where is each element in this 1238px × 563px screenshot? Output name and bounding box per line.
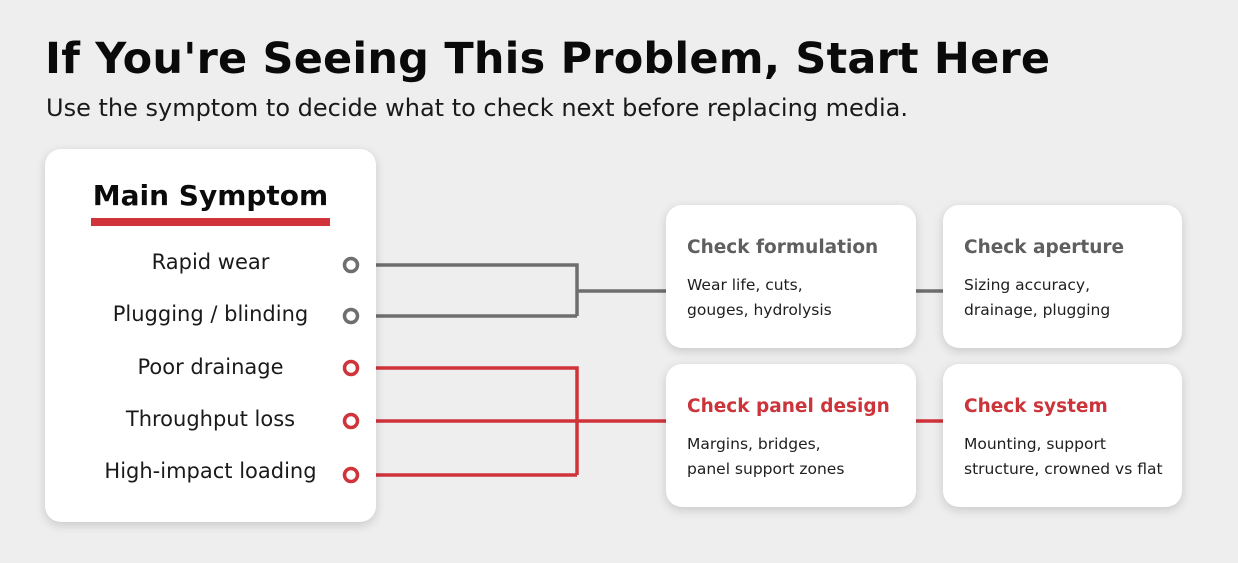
red-connector-poor-drainage	[358, 366, 579, 475]
check-aperture-card: Check aperture Sizing accuracy, drainage…	[943, 205, 1182, 348]
page-subtitle: Use the symptom to decide what to check …	[46, 94, 909, 122]
check-panel-design-card: Check panel design Margins, bridges, pan…	[666, 364, 916, 507]
check-panel-design-desc: Margins, bridges, panel support zones	[687, 432, 912, 482]
dot-plugging	[342, 307, 360, 325]
check-aperture-desc: Sizing accuracy, drainage, plugging	[964, 273, 1189, 323]
check-aperture-line-1: Sizing accuracy,	[964, 276, 1091, 294]
dot-poor-drainage	[342, 359, 360, 377]
check-aperture-line-2: drainage, plugging	[964, 301, 1111, 319]
symptom-heading: Main Symptom	[92, 179, 329, 212]
check-aperture-title: Check aperture	[964, 237, 1125, 258]
symptom-plugging-blinding: Plugging / blinding	[112, 302, 309, 326]
check-formulation-card: Check formulation Wear life, cuts, gouge…	[666, 205, 916, 348]
symptom-high-impact-loading: High-impact loading	[104, 459, 317, 483]
check-system-desc: Mounting, support structure, crowned vs …	[964, 432, 1189, 482]
gray-connector-group	[358, 263, 943, 318]
check-formulation-line-2: gouges, hydrolysis	[687, 301, 832, 319]
symptom-poor-drainage: Poor drainage	[137, 355, 284, 379]
heading-underline	[91, 218, 330, 226]
symptom-card: Main Symptom Rapid wear Plugging / blind…	[45, 149, 376, 522]
red-connector-group	[358, 366, 943, 477]
dot-high-impact	[342, 466, 360, 484]
dot-rapid-wear	[342, 256, 360, 274]
check-formulation-desc: Wear life, cuts, gouges, hydrolysis	[687, 273, 912, 323]
check-panel-design-line-2: panel support zones	[687, 460, 845, 478]
check-system-line-1: Mounting, support	[964, 435, 1106, 453]
check-panel-design-line-1: Margins, bridges,	[687, 435, 821, 453]
symptom-rapid-wear: Rapid wear	[151, 250, 270, 274]
page-title: If You're Seeing This Problem, Start Her…	[45, 34, 1051, 84]
check-formulation-title: Check formulation	[687, 237, 879, 258]
check-formulation-line-1: Wear life, cuts,	[687, 276, 803, 294]
check-system-line-2: structure, crowned vs flat	[964, 460, 1163, 478]
dot-throughput-loss	[342, 412, 360, 430]
check-panel-design-title: Check panel design	[687, 396, 890, 417]
symptom-throughput-loss: Throughput loss	[125, 407, 296, 431]
check-system-card: Check system Mounting, support structure…	[943, 364, 1182, 507]
check-system-title: Check system	[964, 396, 1108, 417]
gray-connector-rapid-wear	[358, 263, 579, 316]
